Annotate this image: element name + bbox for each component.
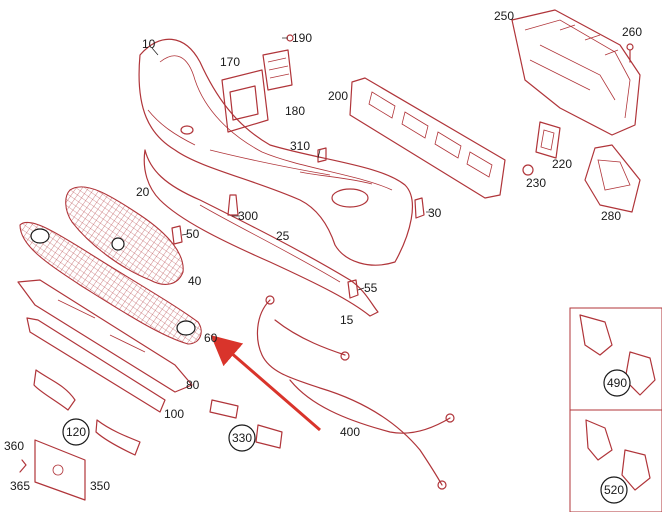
leader-lines <box>151 37 432 291</box>
label-360: 360 <box>4 439 24 453</box>
label-30: 30 <box>428 206 442 220</box>
label-120-ring <box>62 418 90 446</box>
label-490-ring <box>603 369 631 397</box>
front-carrier <box>511 9 641 136</box>
label-220: 220 <box>552 157 572 171</box>
lower-grille <box>19 221 202 345</box>
label-350: 350 <box>90 479 110 493</box>
label-55: 55 <box>364 281 378 295</box>
label-260: 260 <box>622 25 642 39</box>
label-80: 80 <box>186 378 200 392</box>
label-230: 230 <box>526 176 546 190</box>
side-bracket <box>522 121 561 176</box>
bumper-cover <box>138 38 413 266</box>
plate-brackets <box>33 369 141 456</box>
label-10: 10 <box>142 37 156 51</box>
lower-trim <box>17 279 193 413</box>
fog-light-panel-bottom <box>569 409 662 512</box>
label-330: 330 <box>232 431 252 445</box>
label-280: 280 <box>601 209 621 223</box>
label-40: 40 <box>188 274 202 288</box>
label-330-ring <box>228 424 256 452</box>
red-arrow-icon <box>210 335 321 432</box>
label-180: 180 <box>285 104 305 118</box>
label-310: 310 <box>290 139 310 153</box>
label-20: 20 <box>136 185 150 199</box>
label-520: 520 <box>604 483 624 497</box>
label-60: 60 <box>204 331 218 345</box>
label-50: 50 <box>186 227 200 241</box>
label-400: 400 <box>340 425 360 439</box>
label-365: 365 <box>10 479 30 493</box>
label-520-ring <box>600 476 628 504</box>
label-120: 120 <box>66 425 86 439</box>
label-190: 190 <box>292 31 312 45</box>
upper-grille <box>65 186 184 285</box>
wiring-harness <box>256 295 455 490</box>
bolt-260 <box>626 43 634 63</box>
label-100: 100 <box>164 407 184 421</box>
air-duct <box>584 144 641 213</box>
label-250: 250 <box>494 9 514 23</box>
label-15: 15 <box>340 313 354 327</box>
lower-spoiler <box>143 149 379 317</box>
label-300: 300 <box>238 209 258 223</box>
radar-sensor <box>221 34 294 133</box>
clip-set <box>209 399 283 449</box>
fasteners <box>171 147 425 299</box>
plate-holder <box>19 439 86 501</box>
crash-absorber <box>349 77 506 199</box>
label-170: 170 <box>220 55 240 69</box>
label-490: 490 <box>607 376 627 390</box>
label-200: 200 <box>328 89 348 103</box>
label-25: 25 <box>276 229 290 243</box>
